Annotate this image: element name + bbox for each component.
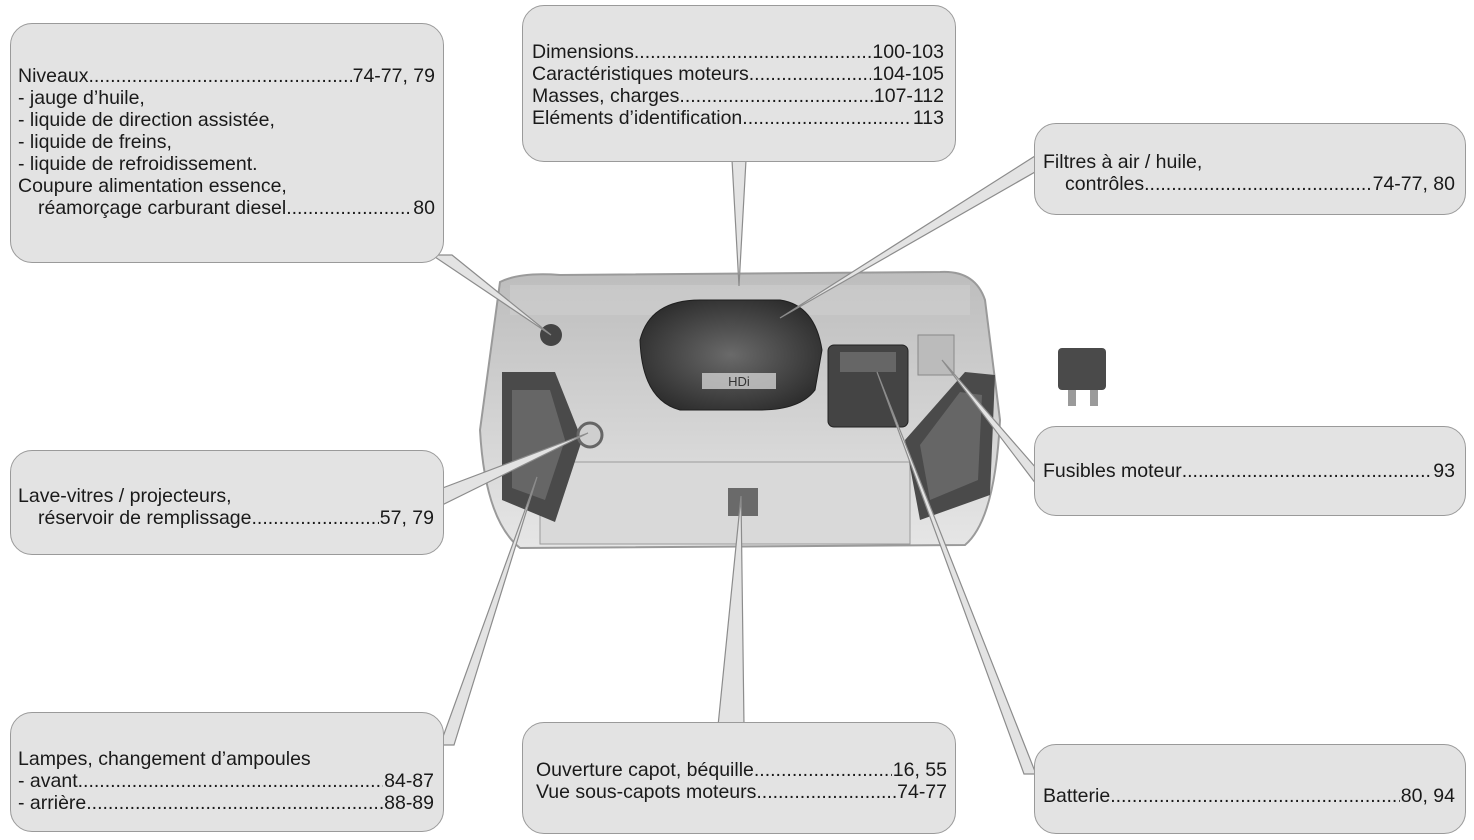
fusibles-row: Fusibles moteur 93 bbox=[1043, 460, 1455, 482]
lave-line2: réservoir de remplissage bbox=[38, 507, 252, 529]
ouverture-callout: Ouverture capot, béquille 16, 55 Vue sou… bbox=[522, 722, 956, 834]
lave-pages: 57, 79 bbox=[379, 507, 434, 529]
engine-cover: HDi bbox=[640, 300, 822, 410]
hood-latch bbox=[728, 488, 758, 516]
batterie-pages: 80, 94 bbox=[1400, 785, 1455, 807]
filtres-callout: Filtres à air / huile, contrôles 74-77, 8… bbox=[1034, 123, 1466, 215]
ouverture-row: Ouverture capot, béquille 16, 55 bbox=[536, 759, 947, 781]
specs-callout: Dimensions100-103 Caractéristiques moteu… bbox=[522, 5, 956, 162]
coupure-pages: 80 bbox=[412, 197, 435, 219]
batterie-row: Batterie 80, 94 bbox=[1043, 785, 1455, 807]
specs-row: Dimensions100-103 bbox=[532, 41, 944, 63]
lampes-row: - avant84-87 bbox=[18, 770, 434, 792]
filtres-line2: contrôles bbox=[1065, 173, 1144, 195]
lave-line1: Lave-vitres / projecteurs, bbox=[18, 485, 434, 507]
filtres-row: contrôles 74-77, 80 bbox=[1043, 173, 1455, 195]
niveaux-pages: 74-77, 79 bbox=[352, 65, 435, 87]
niveaux-item: - liquide de direction assistée, bbox=[18, 109, 435, 131]
coupure-line2: réamorçage carburant diesel bbox=[38, 197, 286, 219]
niveaux-row: Niveaux 74-77, 79 bbox=[18, 65, 435, 87]
niveaux-item: - liquide de freins, bbox=[18, 131, 435, 153]
fuse-icon bbox=[1058, 348, 1106, 406]
specs-row: Caractéristiques moteurs104-105 bbox=[532, 63, 944, 85]
lampes-title: Lampes, changement d’ampoules bbox=[18, 748, 434, 770]
lave-row: réservoir de remplissage 57, 79 bbox=[18, 507, 434, 529]
lampes-row: - arrière 88-89 bbox=[18, 792, 434, 814]
niveaux-item: - jauge d’huile, bbox=[18, 87, 435, 109]
specs-row: Masses, charges 107-112 bbox=[532, 85, 944, 107]
specs-row: Eléments d’identification113 bbox=[532, 107, 944, 129]
battery bbox=[828, 345, 908, 427]
niveaux-item: - liquide de refroidissement. bbox=[18, 153, 435, 175]
batterie-label: Batterie bbox=[1043, 785, 1110, 807]
fusibles-label: Fusibles moteur bbox=[1043, 460, 1182, 482]
ouverture-row: Vue sous-capots moteurs74-77 bbox=[536, 781, 947, 803]
filtres-line1: Filtres à air / huile, bbox=[1043, 151, 1455, 173]
fusibles-callout: Fusibles moteur 93 bbox=[1034, 426, 1466, 516]
coupure-line1: Coupure alimentation essence, bbox=[18, 175, 435, 197]
niveaux-callout: Niveaux 74-77, 79 - jauge d’huile, - liqu… bbox=[10, 23, 444, 263]
lampes-callout: Lampes, changement d’ampoules - avant84-… bbox=[10, 712, 444, 832]
batterie-callout: Batterie 80, 94 bbox=[1034, 744, 1466, 834]
coupure-row: réamorçage carburant diesel 80 bbox=[18, 197, 435, 219]
engine-logo: HDi bbox=[728, 374, 750, 389]
filtres-pages: 74-77, 80 bbox=[1372, 173, 1455, 195]
niveaux-title: Niveaux bbox=[18, 65, 88, 87]
lave-vitres-callout: Lave-vitres / projecteurs, réservoir de … bbox=[10, 450, 444, 555]
fusibles-pages: 93 bbox=[1432, 460, 1455, 482]
